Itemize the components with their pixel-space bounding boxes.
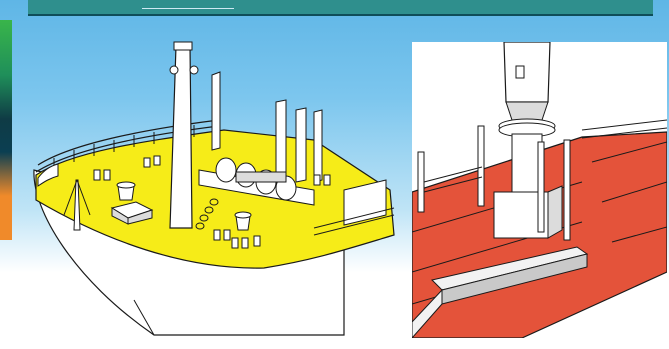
vent-post xyxy=(314,110,322,182)
header-bar xyxy=(28,0,653,16)
deck-post xyxy=(418,152,424,212)
vent-post xyxy=(212,72,220,150)
deck-post xyxy=(478,126,484,206)
vent-post xyxy=(296,108,306,182)
crane-column xyxy=(504,42,550,102)
header-rule xyxy=(142,8,234,9)
left-color-strip xyxy=(0,20,12,240)
deck-post xyxy=(564,140,570,240)
vent-post xyxy=(276,100,286,182)
deck-post xyxy=(538,142,544,232)
forecastle-deck-illustration xyxy=(14,30,404,340)
cargo-deck-illustration xyxy=(412,42,667,338)
